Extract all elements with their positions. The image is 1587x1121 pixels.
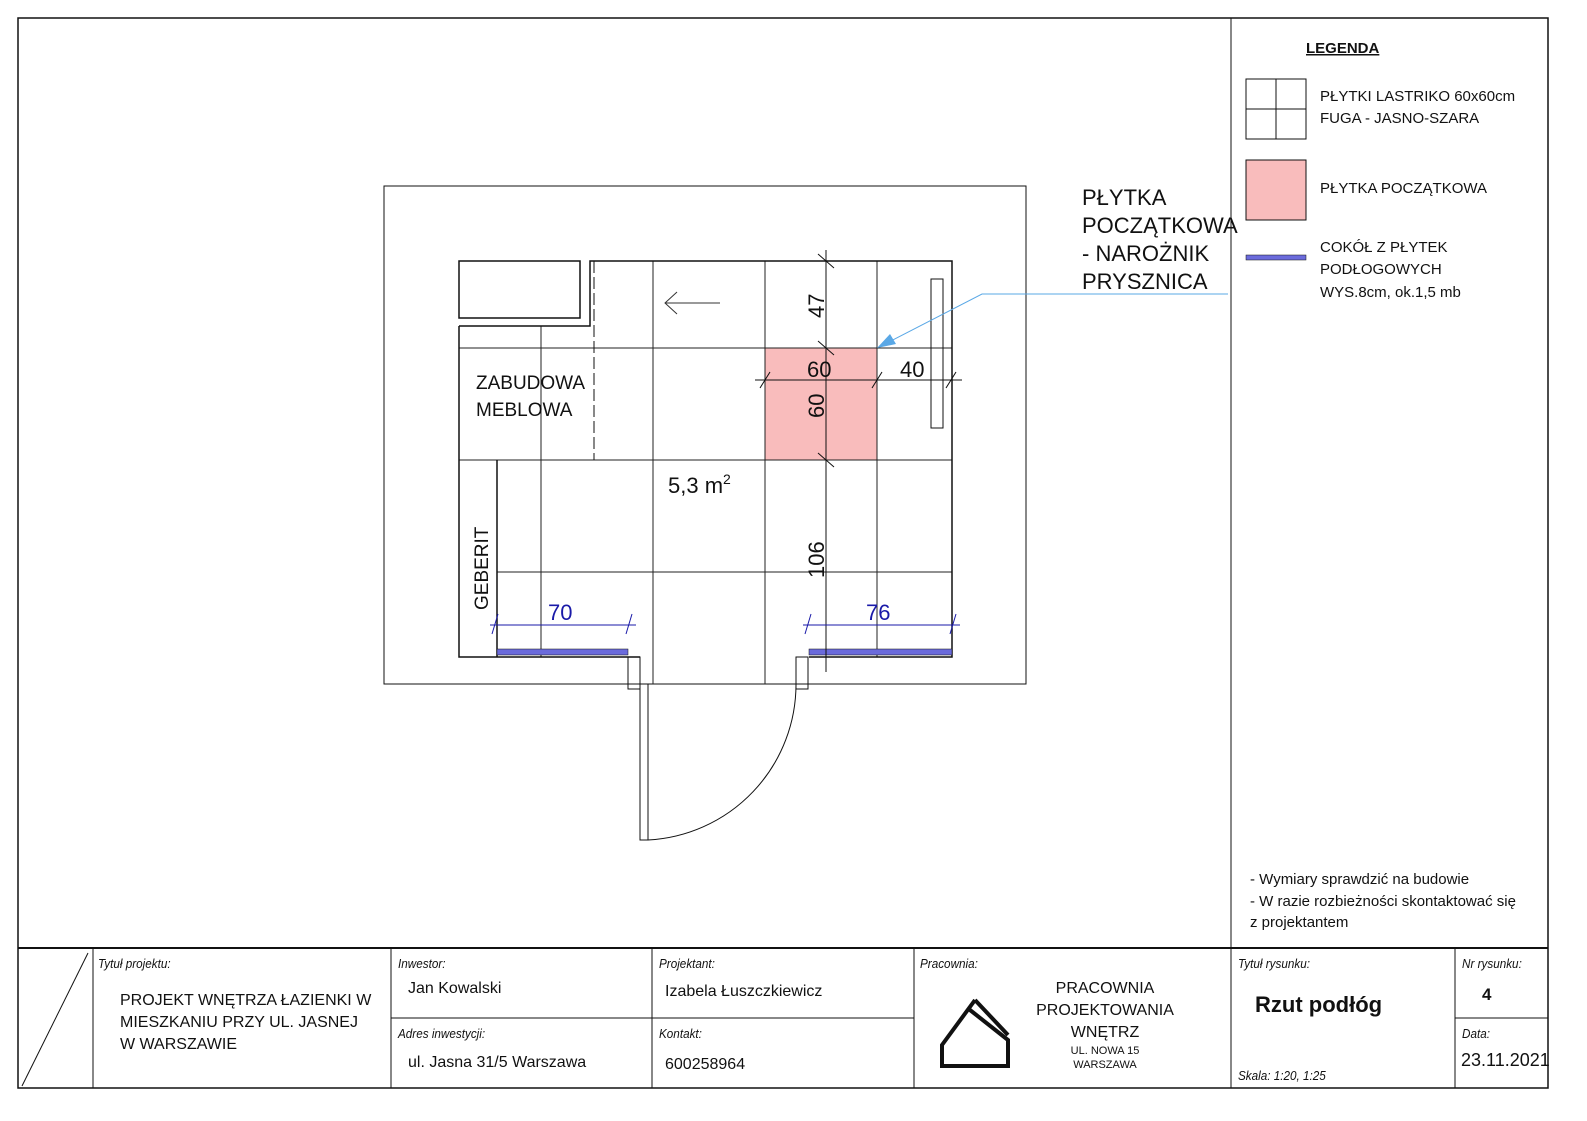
baseboard-left: [496, 648, 629, 656]
dim-47: 47: [804, 294, 829, 318]
dim-106: 106: [804, 541, 829, 578]
legend-baseboard-swatch: [1245, 254, 1307, 261]
callout-text: PŁYTKA POCZĄTKOWA - NAROŻNIK PRYSZNICA: [1082, 185, 1243, 294]
project-line: W WARSZAWIE: [120, 1036, 238, 1053]
investor-label: Inwestor:: [398, 956, 446, 971]
direction-arrow-icon: [664, 291, 720, 315]
zabudowa-label: ZABUDOWA MEBLOWA: [476, 373, 589, 421]
drawing-title-label: Tytuł rysunku:: [1238, 956, 1310, 971]
address-label: Adres inwestycji:: [398, 1026, 486, 1041]
dim-70: 70: [548, 600, 572, 625]
legend-start-tile-swatch: [1245, 159, 1307, 221]
contact-label: Kontakt:: [659, 1026, 702, 1041]
date-value: 23.11.2021: [1461, 1050, 1550, 1070]
legend-item-start-tile: PŁYTKA POCZĄTKOWA: [1320, 180, 1487, 197]
titleblock-grid: [21, 948, 1548, 1088]
number-label: Nr rysunku:: [1462, 956, 1522, 971]
door: [639, 683, 797, 841]
investor-value: Jan Kowalski: [408, 980, 502, 997]
project-label: Tytuł projektu:: [98, 956, 171, 971]
contact-value: 600258964: [665, 1056, 746, 1073]
scale: Skala: 1:20, 1:25: [1238, 1068, 1326, 1083]
wall-outline: [383, 185, 1027, 685]
drawing-number: 4: [1482, 985, 1492, 1004]
project-title: PROJEKT WNĘTRZA ŁAZIENKI W MIESZKANIU PR…: [120, 990, 371, 1056]
start-tile: [765, 348, 877, 460]
dim-60-vertical: 60: [804, 394, 829, 418]
area-label: 5,3 m2: [668, 471, 731, 498]
studio-city: WARSZAWA: [1073, 1059, 1137, 1071]
dim-60-horizontal: 60: [807, 357, 831, 382]
sheet-frame: [17, 17, 1549, 1089]
studio-line: WNĘTRZ: [1070, 1024, 1140, 1041]
legend-tile-swatch: [1245, 78, 1307, 140]
studio-line: PRACOWNIA: [1055, 980, 1155, 997]
studio-logo-icon: [940, 998, 1010, 1068]
date-label: Data:: [1462, 1026, 1490, 1041]
project-line: MIESZKANIU PRZY UL. JASNEJ: [120, 1014, 358, 1031]
designer-label: Projektant:: [659, 956, 715, 971]
tile-grid: [459, 261, 952, 684]
address-value: ul. Jasna 31/5 Warszawa: [408, 1054, 587, 1071]
designer-value: Izabela Łuszczkiewicz: [665, 983, 823, 1000]
legend-title: LEGENDA: [1306, 40, 1380, 57]
geberit-label: GEBERIT: [472, 526, 493, 610]
dim-76: 76: [866, 600, 890, 625]
room-walls: [458, 260, 953, 690]
dimension-lines: [755, 250, 962, 672]
project-line: PROJEKT WNĘTRZA ŁAZIENKI W: [120, 992, 372, 1009]
studio-line: PROJEKTOWANIA: [1036, 1002, 1174, 1019]
blue-dimensions: [490, 613, 960, 635]
studio-label: Pracownia:: [920, 956, 978, 971]
notes: - Wymiary sprawdzić na budowie- W razie …: [1250, 871, 1516, 931]
dim-40: 40: [900, 357, 924, 382]
callout-leader: [877, 293, 1228, 348]
baseboard-right: [808, 648, 953, 656]
studio-address: UL. NOWA 15: [1070, 1045, 1140, 1057]
studio-name: PRACOWNIA PROJEKTOWANIA WNĘTRZ UL. NOWA …: [1030, 978, 1180, 1072]
drawing-title: Rzut podłóg: [1255, 992, 1383, 1017]
